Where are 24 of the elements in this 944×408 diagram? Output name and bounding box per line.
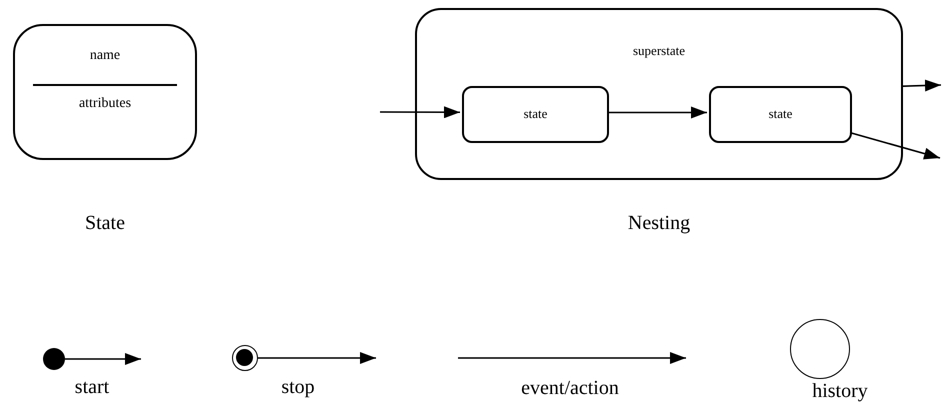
transition-arrow [902,80,942,92]
symbol-caption: stop [281,376,315,399]
history-circle [790,319,850,379]
state-box [462,86,609,143]
transition-arrow [380,106,460,118]
diagram-caption: Nesting [628,212,690,235]
stop-bullseye [232,345,258,371]
transition-arrow [850,132,940,160]
diagram-caption: State [85,212,125,235]
symbol-caption: start [74,376,110,399]
state-name: state [522,106,548,122]
state-name: state [768,106,794,122]
superstate-title: superstate [632,43,686,59]
start-dot [43,348,65,370]
attributes-text: attributes [78,96,132,112]
transition-arrow [65,353,141,365]
state-box [13,24,197,160]
symbol-caption: history [812,380,868,403]
transition-arrow [607,106,707,118]
state-box [709,86,852,143]
name-text: name [88,48,122,64]
transition-caption: event/action [521,377,619,400]
superstate-box [415,8,903,180]
transition-arrow [258,352,376,364]
